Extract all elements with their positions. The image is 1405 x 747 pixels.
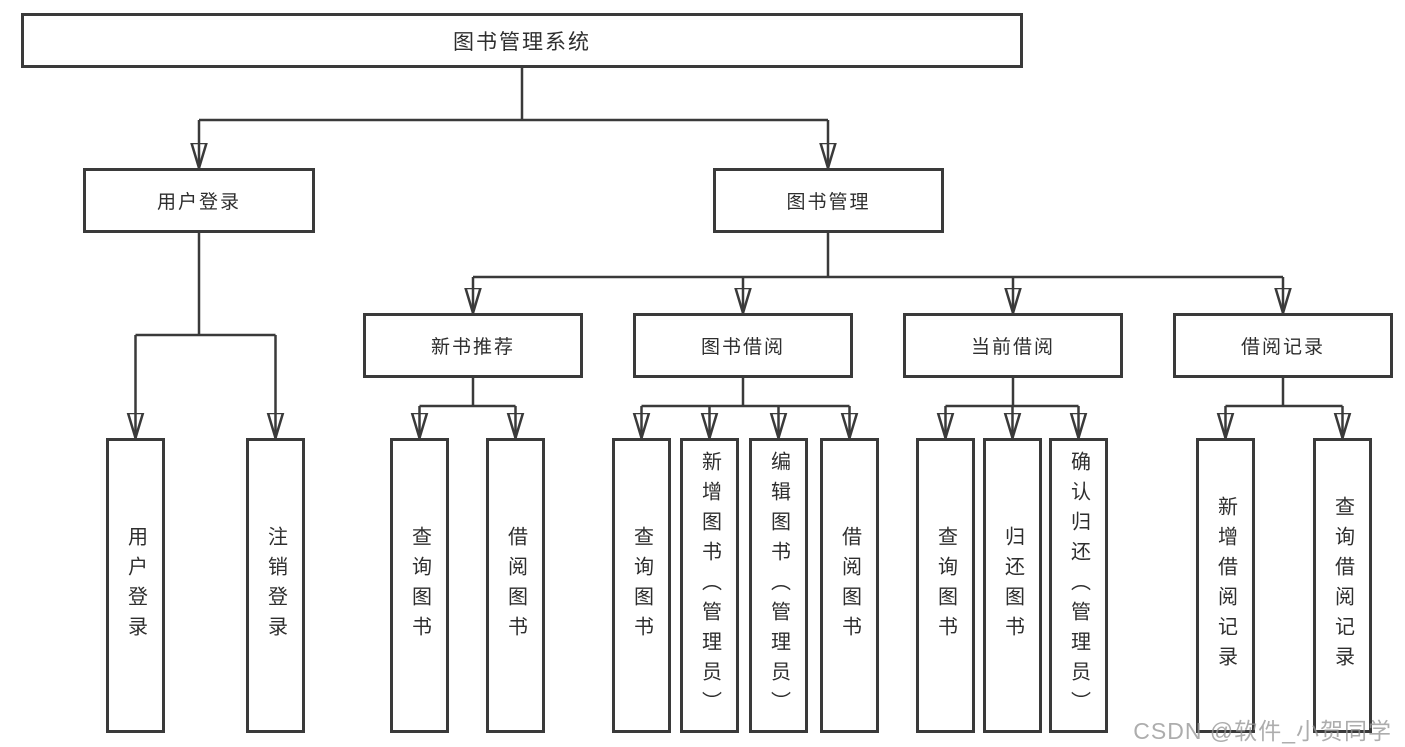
connector-arrows [136, 120, 1343, 438]
node-leaf-add-book-admin: 新增图书（管理员） [680, 438, 739, 733]
node-label: 借阅记录 [1240, 337, 1325, 358]
node-leaf-confirm-return-admin: 确认归还（管理员） [1049, 438, 1108, 733]
node-current-borrow: 当前借阅 [903, 313, 1123, 378]
node-leaf-edit-book-admin: 编辑图书（管理员） [749, 438, 808, 733]
node-label: 归还图书 [1001, 525, 1024, 646]
node-label: 确认归还（管理员） [1067, 450, 1090, 721]
node-leaf-borrow-books-borrow: 借阅图书 [820, 438, 879, 733]
node-label: 用户登录 [156, 192, 241, 213]
node-label: 图书管理 [786, 192, 871, 213]
node-new-book-recommend: 新书推荐 [363, 313, 583, 378]
node-leaf-return-book: 归还图书 [983, 438, 1042, 733]
node-label: 当前借阅 [970, 337, 1055, 358]
node-leaf-query-borrow-record: 查询借阅记录 [1313, 438, 1372, 733]
node-leaf-user-login: 用户登录 [106, 438, 165, 733]
node-label: 查询借阅记录 [1331, 495, 1354, 676]
node-label: 新增借阅记录 [1214, 495, 1237, 676]
node-leaf-query-books-newbook: 查询图书 [390, 438, 449, 733]
node-book-borrow: 图书借阅 [633, 313, 853, 378]
node-label: 新书推荐 [430, 337, 515, 358]
csdn-watermark: CSDN @软件_小贺同学 [1133, 718, 1392, 744]
connector-skeleton [135, 68, 1343, 408]
node-label: 图书借阅 [700, 337, 785, 358]
node-leaf-borrow-books-newbook: 借阅图书 [486, 438, 545, 733]
node-label: 借阅图书 [838, 525, 861, 646]
node-label: 查询图书 [408, 525, 431, 646]
node-label: 查询图书 [934, 525, 957, 646]
node-leaf-logout: 注销登录 [246, 438, 305, 733]
node-label: 注销登录 [264, 525, 287, 646]
node-label: 新增图书（管理员） [698, 450, 721, 721]
node-label: 借阅图书 [504, 525, 527, 646]
node-leaf-query-books-current: 查询图书 [916, 438, 975, 733]
node-label: 图书管理系统 [453, 30, 591, 54]
node-leaf-add-borrow-record: 新增借阅记录 [1196, 438, 1255, 733]
node-label: 编辑图书（管理员） [767, 450, 790, 721]
node-book-management: 图书管理 [713, 168, 944, 233]
node-borrow-record: 借阅记录 [1173, 313, 1393, 378]
node-label: 查询图书 [630, 525, 653, 646]
node-leaf-query-books-borrow: 查询图书 [612, 438, 671, 733]
node-user-login: 用户登录 [83, 168, 315, 233]
node-label: 用户登录 [124, 525, 147, 646]
node-library-management-system: 图书管理系统 [21, 13, 1023, 68]
